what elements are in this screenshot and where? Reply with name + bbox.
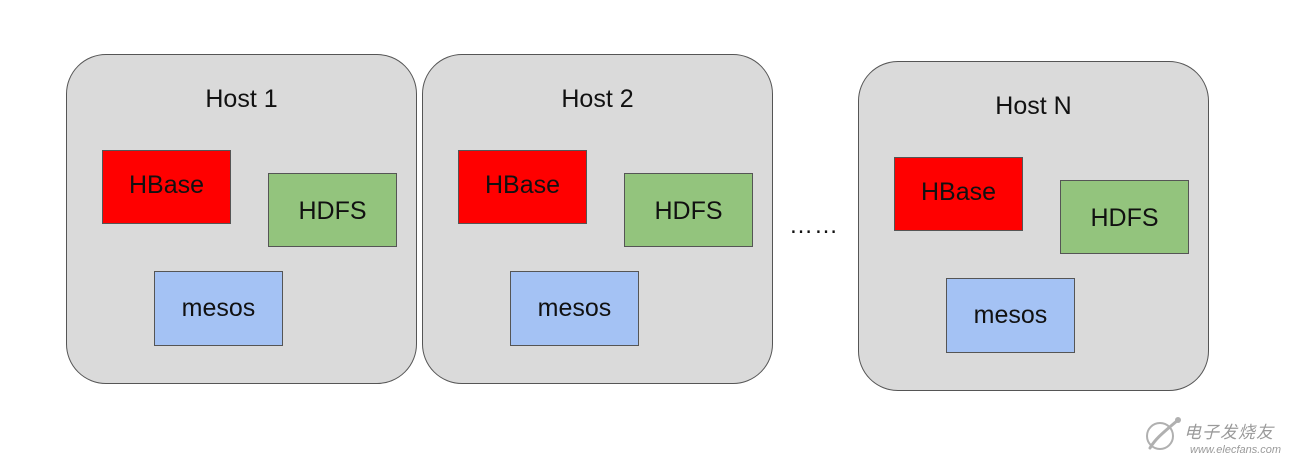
host-1-hbase-box: HBase <box>102 150 231 224</box>
host-2-title: Host 2 <box>561 85 634 113</box>
host-n-hbase-box: HBase <box>894 157 1023 231</box>
more-hosts-ellipsis: …… <box>789 212 839 239</box>
host-1-container: Host 1 HBase HDFS mesos <box>66 54 417 384</box>
host-2-mesos-box: mesos <box>510 271 639 346</box>
host-2-hbase-box: HBase <box>458 150 587 224</box>
host-n-mesos-box: mesos <box>946 278 1075 353</box>
host-2-hdfs-box: HDFS <box>624 173 753 247</box>
host-1-title: Host 1 <box>205 85 278 113</box>
host-1-mesos-box: mesos <box>154 271 283 346</box>
watermark-name: 电子发烧友 <box>1184 423 1274 443</box>
host-2-container: Host 2 HBase HDFS mesos <box>422 54 773 384</box>
host-1-hdfs-box: HDFS <box>268 173 397 247</box>
watermark: 电子发烧友 www.elecfans.com <box>1144 410 1284 460</box>
elecfans-logo-icon <box>1146 417 1181 450</box>
host-n-container: Host N HBase HDFS mesos <box>858 61 1209 391</box>
host-n-hdfs-box: HDFS <box>1060 180 1189 254</box>
host-n-title: Host N <box>995 92 1072 120</box>
watermark-url: www.elecfans.com <box>1190 444 1282 456</box>
